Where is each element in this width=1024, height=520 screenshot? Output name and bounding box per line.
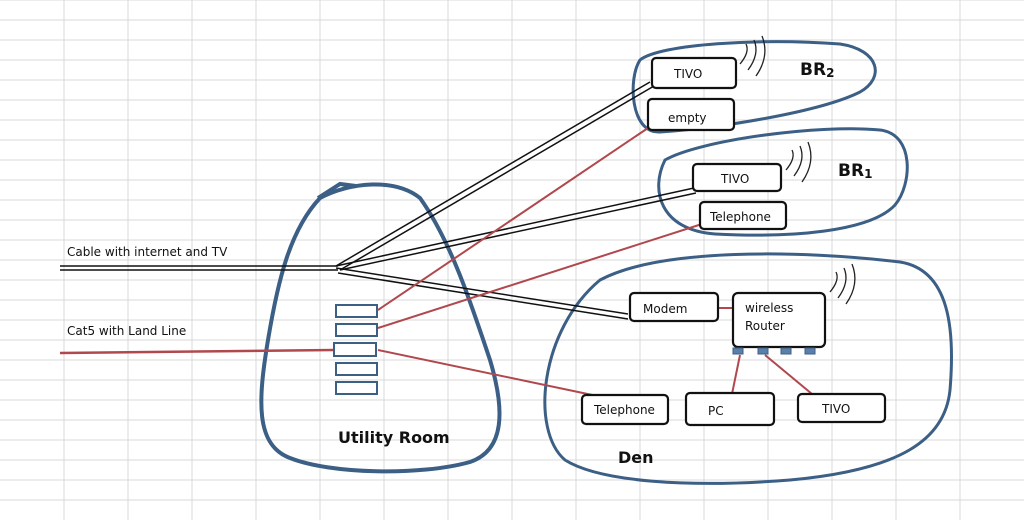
- patch-port-4: [335, 362, 378, 376]
- utility-room-label: Utility Room: [338, 428, 450, 447]
- cable-input-label: Cable with internet and TV: [67, 245, 228, 259]
- br1-label-sub: 1: [864, 167, 872, 181]
- den-tivo-box: [796, 392, 887, 424]
- br2-tivo-box: [650, 56, 738, 90]
- wifi-signal-icon: [739, 35, 766, 77]
- patch-port-2: [335, 323, 378, 337]
- utility-room-outline: [259, 182, 502, 474]
- br2-empty-label: empty: [668, 111, 707, 125]
- cat5-to-den-telephone: [377, 349, 603, 398]
- router-port-1: [732, 347, 744, 355]
- br2-tivo-label: TIVO: [673, 67, 702, 81]
- br2-room-outline: [631, 40, 877, 134]
- cat5-to-br2-empty: [377, 127, 649, 311]
- patch-port-5: [335, 381, 378, 395]
- router-port-4: [804, 347, 816, 355]
- cat5-input-label: Cat5 with Land Line: [67, 324, 186, 338]
- cat5-to-br1-telephone: [377, 223, 703, 329]
- wifi-signal-icon: [785, 141, 812, 183]
- br2-room-label: BR2: [800, 60, 834, 80]
- br1-tivo-label: TIVO: [720, 172, 749, 186]
- modem-box: [628, 291, 720, 323]
- patch-port-1: [335, 304, 378, 318]
- patch-port-3: [333, 342, 377, 357]
- br1-room-label: BR1: [838, 161, 872, 181]
- coax-to-modem: [335, 267, 629, 320]
- den-tivo-label: TIVO: [821, 402, 850, 416]
- br1-tivo-box: [691, 162, 783, 193]
- den-room-outline: [543, 252, 953, 485]
- br1-label-main: BR: [838, 161, 864, 181]
- br1-room-outline: [657, 127, 909, 237]
- utility-room-outline-arrow: [316, 181, 357, 200]
- router-port-3: [780, 347, 792, 355]
- br2-label-main: BR: [800, 60, 826, 80]
- br1-telephone-label: Telephone: [709, 210, 771, 224]
- router-port-2: [757, 347, 769, 355]
- router-label-line1: wireless: [745, 301, 793, 315]
- router-box: [731, 291, 827, 349]
- den-room-label: Den: [618, 448, 654, 467]
- modem-label: Modem: [643, 302, 687, 316]
- den-pc-label: PC: [708, 404, 724, 418]
- den-telephone-label: Telephone: [593, 403, 655, 417]
- den-telephone-box: [580, 393, 670, 426]
- br1-telephone-box: [698, 200, 788, 231]
- coax-to-br2-tivo: [335, 81, 655, 271]
- cat5-router-pc: [731, 354, 741, 395]
- wifi-signal-icon: [829, 263, 856, 305]
- incoming-cat5-line: [59, 348, 335, 355]
- router-label-line2: Router: [745, 319, 785, 333]
- coax-to-br1-tivo: [335, 187, 697, 271]
- br2-label-sub: 2: [826, 66, 834, 80]
- den-pc-box: [684, 391, 776, 427]
- br2-empty-box: [646, 97, 736, 132]
- cat5-router-tivo: [764, 354, 813, 395]
